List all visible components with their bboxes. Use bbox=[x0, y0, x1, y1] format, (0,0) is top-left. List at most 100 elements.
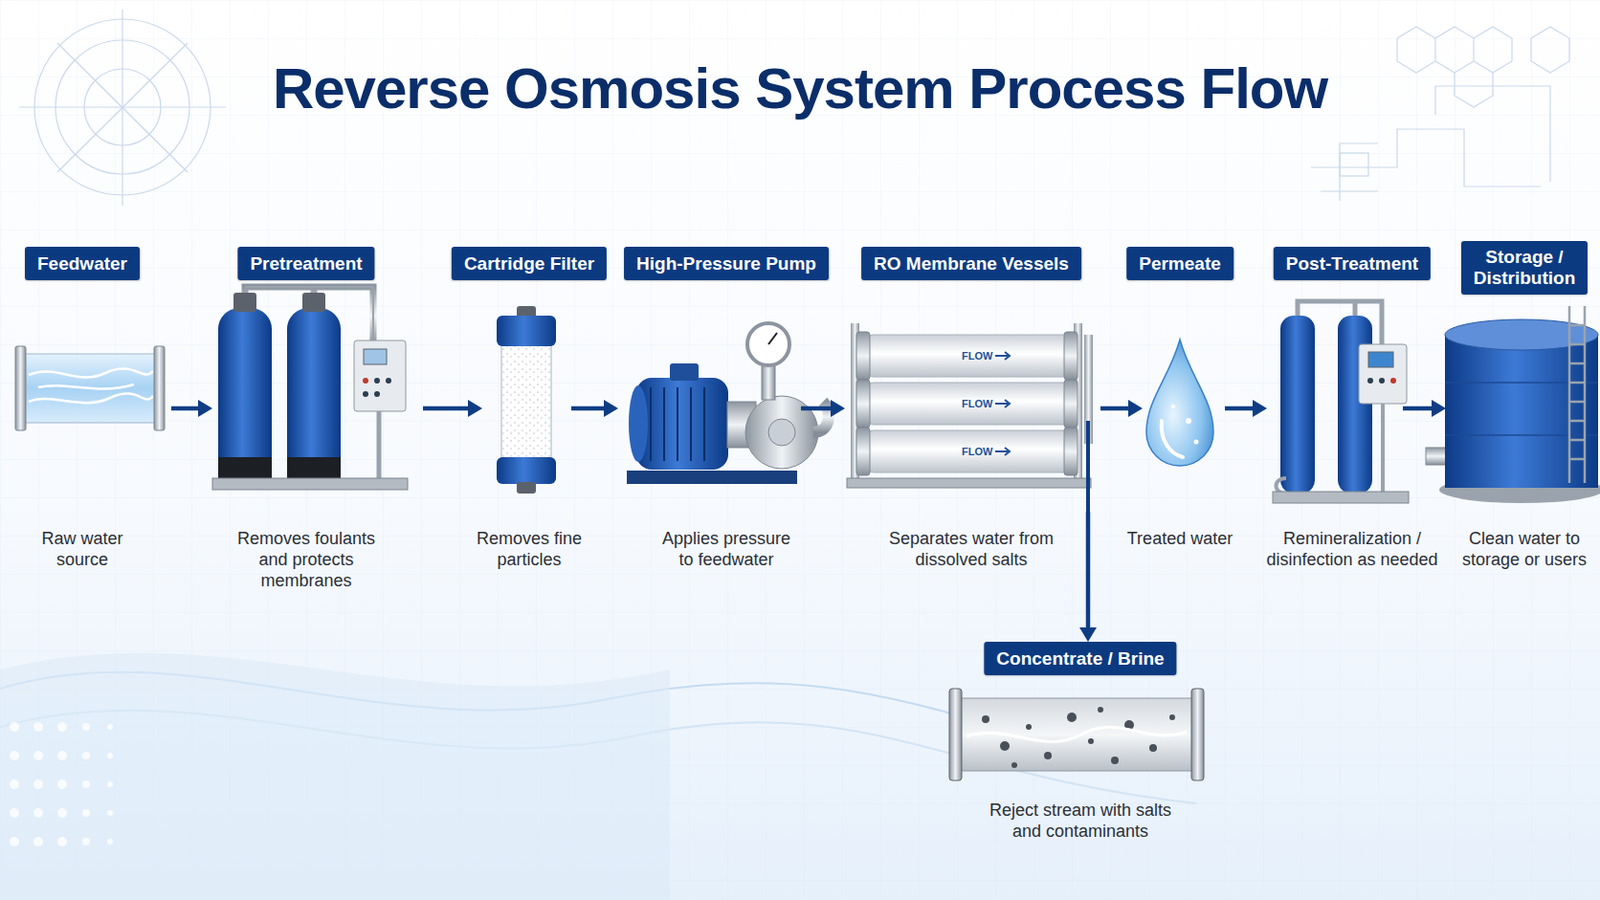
brine-pipe-part bbox=[960, 698, 1193, 772]
process-stage: Cartridge FilterRemoves fine particles bbox=[482, 244, 572, 512]
pump-illustration-part bbox=[626, 470, 798, 485]
stage-description: Separates water from dissolved salts bbox=[878, 529, 1066, 572]
pretreatment-tanks-part bbox=[362, 391, 369, 398]
pretreatment-tanks-part bbox=[287, 308, 341, 479]
arrow-line bbox=[1224, 406, 1256, 412]
arrow-head bbox=[830, 400, 845, 418]
cartridge-filter-part bbox=[516, 482, 536, 494]
dot-decoration-part bbox=[9, 779, 20, 790]
post-treatment-units-part bbox=[1337, 315, 1373, 494]
pump-illustration bbox=[626, 323, 829, 485]
pretreatment-tanks bbox=[212, 287, 408, 490]
membrane-vessels-part bbox=[1064, 332, 1078, 380]
pretreatment-tanks-part bbox=[233, 292, 257, 312]
pump-illustration-part bbox=[628, 385, 648, 463]
arrow-line bbox=[1402, 406, 1435, 412]
process-stage: PretreatmentRemoves foulants and protect… bbox=[212, 244, 423, 512]
pretreatment-tanks-part bbox=[218, 457, 272, 479]
flow-arrow bbox=[1402, 400, 1446, 418]
water-drop-part bbox=[1185, 418, 1192, 424]
arrow-line bbox=[571, 406, 607, 412]
post-treatment-units-part bbox=[1272, 491, 1409, 504]
stage-description: Removes foulants and protects membranes bbox=[224, 529, 388, 593]
post-treatment-units bbox=[1272, 301, 1409, 504]
feedwater-pipe-part bbox=[15, 346, 26, 431]
arrow-line bbox=[1086, 511, 1091, 631]
blueprint-decoration-part bbox=[57, 43, 188, 173]
dot-decoration-part bbox=[107, 781, 113, 788]
pretreatment-tanks-part bbox=[385, 377, 392, 384]
stage-description: Applies pressure to feedwater bbox=[654, 529, 799, 572]
pretreatment-tanks-part bbox=[363, 349, 387, 365]
process-stage: High-Pressure PumpApplies pressure to fe… bbox=[618, 244, 801, 512]
brine-pipe-part-part bbox=[1088, 738, 1094, 745]
brine-pipe-part bbox=[949, 688, 962, 781]
pump-illustration-part bbox=[636, 377, 729, 470]
stage-label: Concentrate / Brine bbox=[983, 642, 1177, 676]
stage-description: Raw water source bbox=[29, 529, 135, 572]
membrane-vessels-part bbox=[995, 352, 1010, 456]
dot-decoration-part bbox=[107, 839, 113, 845]
membrane-vessels-part bbox=[866, 430, 1072, 473]
process-stage: Post-TreatmentRemineralization / disinfe… bbox=[1266, 244, 1403, 512]
post-treatment-units-part bbox=[1280, 315, 1315, 494]
pretreatment-tanks-part bbox=[212, 478, 408, 490]
stage-description: Clean water to storage or users bbox=[1452, 529, 1597, 572]
dot-decoration-part bbox=[9, 808, 20, 819]
dot-decoration-part bbox=[33, 722, 44, 733]
membrane-vessels-part bbox=[1064, 379, 1078, 428]
dot-decoration-part bbox=[82, 838, 90, 846]
wave-decoration bbox=[0, 653, 1197, 900]
blueprint-decoration-part bbox=[1339, 153, 1369, 177]
arrow-line bbox=[800, 406, 834, 412]
membrane-vessels-part bbox=[846, 478, 1091, 489]
cartridge-filter-part bbox=[501, 344, 552, 460]
dot-decoration-part bbox=[9, 722, 20, 733]
dot-decoration-part bbox=[33, 751, 44, 761]
post-treatment-units-part bbox=[1276, 403, 1384, 494]
dot-decoration-part bbox=[82, 780, 90, 789]
stage-label: RO Membrane Vessels bbox=[861, 246, 1082, 281]
stage-label: Feedwater bbox=[24, 246, 140, 281]
blueprint-decoration-part bbox=[1311, 86, 1551, 201]
brine-pipe-part-part bbox=[981, 715, 990, 724]
storage-tank-part bbox=[1569, 306, 1585, 484]
water-drop-part bbox=[1171, 404, 1176, 409]
arrow-line bbox=[422, 406, 471, 412]
stage-description: Removes fine particles bbox=[466, 529, 592, 572]
feedwater-pipe bbox=[15, 346, 165, 431]
flow-arrow bbox=[1224, 400, 1267, 418]
post-treatment-units-part bbox=[1367, 377, 1374, 384]
pretreatment-tanks-part bbox=[302, 292, 326, 312]
water-drop bbox=[1146, 339, 1214, 467]
flow-label: FLOW bbox=[961, 397, 993, 411]
pump-illustration-part bbox=[745, 396, 819, 469]
pretreatment-tanks-part bbox=[362, 377, 369, 384]
dot-decoration-part bbox=[82, 809, 90, 818]
arrow-line bbox=[171, 406, 201, 412]
dot-decoration-part bbox=[57, 751, 67, 761]
flow-label: FLOW bbox=[961, 444, 993, 459]
post-treatment-units-part bbox=[1358, 344, 1407, 404]
membrane-vessels-part bbox=[856, 427, 870, 476]
brine-pipe-part-part bbox=[1097, 707, 1104, 713]
dot-decoration-part bbox=[82, 752, 90, 760]
brine-pipe-part bbox=[1191, 688, 1204, 781]
stage-label: Storage / Distribution bbox=[1461, 241, 1588, 295]
brine-pipe-part-part bbox=[1111, 756, 1119, 765]
process-stage: FeedwaterRaw water source bbox=[15, 244, 172, 512]
flow-arrow bbox=[571, 400, 619, 418]
arrow-head bbox=[1128, 400, 1143, 418]
stage-description: Remineralization / disinfection as neede… bbox=[1256, 529, 1448, 572]
arrow-head bbox=[603, 400, 619, 418]
feedwater-pipe-part bbox=[154, 346, 165, 431]
membrane-vessels bbox=[846, 323, 1093, 513]
brine-pipe-part bbox=[966, 727, 1187, 742]
brine-pipe bbox=[949, 688, 1204, 781]
stage-label: Permeate bbox=[1126, 246, 1234, 281]
arrow-head bbox=[467, 400, 483, 418]
flow-label: FLOW bbox=[961, 349, 993, 363]
